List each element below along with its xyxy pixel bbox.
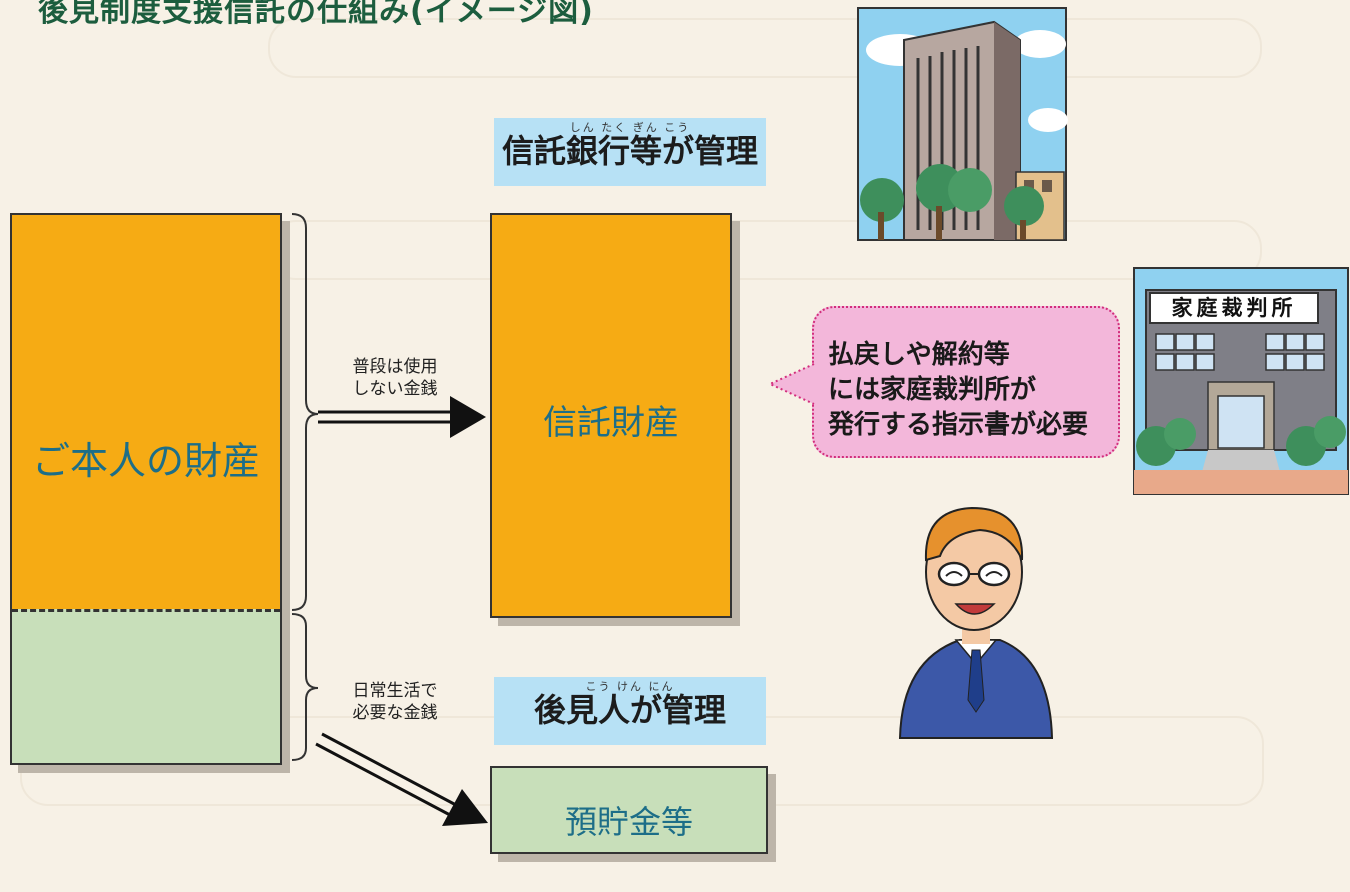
family-court-sign: 家庭裁判所: [1149, 292, 1319, 324]
guardian-ruby: こう けん にん: [585, 680, 675, 693]
trust-bank-ruby: しん たく ぎん こう: [569, 121, 691, 134]
unused-money-line-1: 普段は使用: [352, 357, 438, 377]
daily-money-line-2: 必要な金銭: [352, 703, 438, 723]
unused-money-line-2: しない金銭: [352, 379, 438, 399]
guardian-person-icon: [898, 506, 1054, 739]
bubble-line-1: 払戻しや解約等: [828, 340, 1010, 370]
daily-money-label: 日常生活で 必要な金銭: [330, 680, 460, 724]
deposit-arrow: [315, 732, 488, 826]
trust-bank-label: 信託銀行等が管理: [501, 132, 758, 170]
deposits-label: 預貯金等: [564, 803, 693, 841]
unused-money-label: 普段は使用 しない金銭: [330, 356, 460, 400]
office-building-icon: [857, 7, 1068, 241]
trust-arrow: [318, 396, 486, 438]
bubble-line-3: 発行する指示書が必要: [828, 410, 1089, 440]
trust-property-box: [490, 213, 732, 618]
background-ghost-frame-1: [268, 18, 1262, 78]
daily-money-line-1: 日常生活で: [352, 681, 438, 701]
property-split-line: [12, 609, 280, 612]
guardian-label: 後見人が管理: [533, 691, 726, 729]
guardian-header: こう けん にん 後見人が管理: [494, 677, 766, 745]
own-property-daily-portion: [10, 609, 282, 765]
lower-brace: [291, 613, 319, 761]
page-title: 後見制度支援信託の仕組み(イメージ図): [38, 0, 594, 29]
own-property-label: ご本人の財産: [31, 439, 260, 483]
bubble-tail: [767, 363, 815, 405]
upper-brace: [291, 213, 319, 611]
bubble-line-2: には家庭裁判所が: [828, 375, 1037, 405]
trust-bank-header: しん たく ぎん こう 信託銀行等が管理: [494, 118, 766, 186]
deposits-box: [490, 766, 768, 854]
instruction-bubble: 払戻しや解約等 には家庭裁判所が 発行する指示書が必要: [812, 306, 1120, 458]
own-property-box: [10, 213, 282, 613]
trust-property-label: 信託財産: [543, 403, 679, 443]
